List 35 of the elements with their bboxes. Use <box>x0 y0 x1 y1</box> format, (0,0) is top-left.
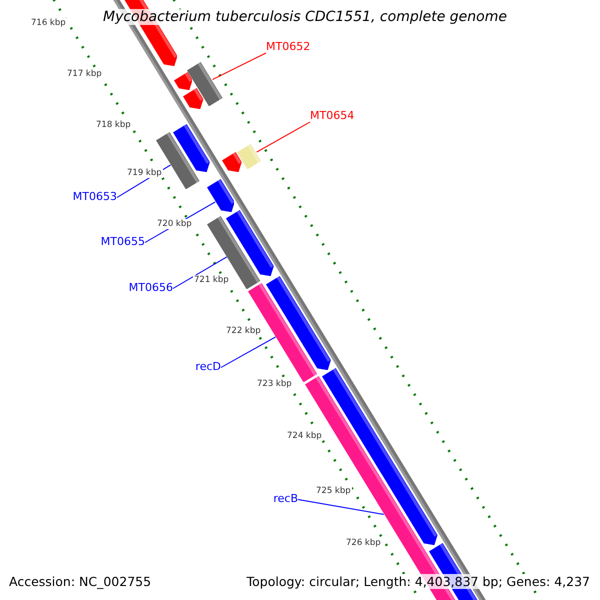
gene-label: MT0652 <box>266 40 310 53</box>
leader-line <box>256 122 310 153</box>
scale-label: 725 kbp <box>315 486 352 496</box>
gene-bar <box>237 144 262 170</box>
gene-bar <box>206 178 234 212</box>
scale-label: 718 kbp <box>95 120 132 130</box>
scale-label: 724 kbp <box>286 431 323 441</box>
gene-label: recB <box>273 492 298 505</box>
genome-info-text: Topology: circular; Length: 4,403,837 bp; Genes: 4,237 <box>246 574 590 589</box>
leader-line <box>298 499 384 515</box>
scale-label: 721 kbp <box>193 275 230 285</box>
leader-line <box>220 336 276 368</box>
gene-bar <box>266 276 331 370</box>
gene-bar <box>187 62 224 106</box>
scale-label: 723 kbp <box>256 379 293 389</box>
scale-label: 716 kbp <box>30 18 67 28</box>
gene-bar <box>183 88 204 109</box>
gene-bar <box>222 152 242 172</box>
scale-label: 717 kbp <box>66 69 103 79</box>
accession-text: Accession: NC_002755 <box>9 574 152 589</box>
gene-bar <box>173 124 210 172</box>
scale-label: 722 kbp <box>225 326 262 336</box>
scale-label: 726 kbp <box>345 538 382 548</box>
gene-label: MT0655 <box>100 235 145 248</box>
gene-label: MT0653 <box>72 190 117 203</box>
leader-line <box>172 256 228 289</box>
gene-label: MT0654 <box>310 109 354 122</box>
gene-bar <box>174 72 192 90</box>
gene-bar <box>226 210 274 276</box>
title: Mycobacterium tuberculosis CDC1551, complete genome <box>103 9 507 25</box>
gene-label: MT0656 <box>128 281 173 294</box>
scale-label: 719 kbp <box>126 168 163 178</box>
gene-label: recD <box>195 360 221 373</box>
scale-label: 720 kbp <box>156 219 193 229</box>
leader-line <box>212 52 266 80</box>
